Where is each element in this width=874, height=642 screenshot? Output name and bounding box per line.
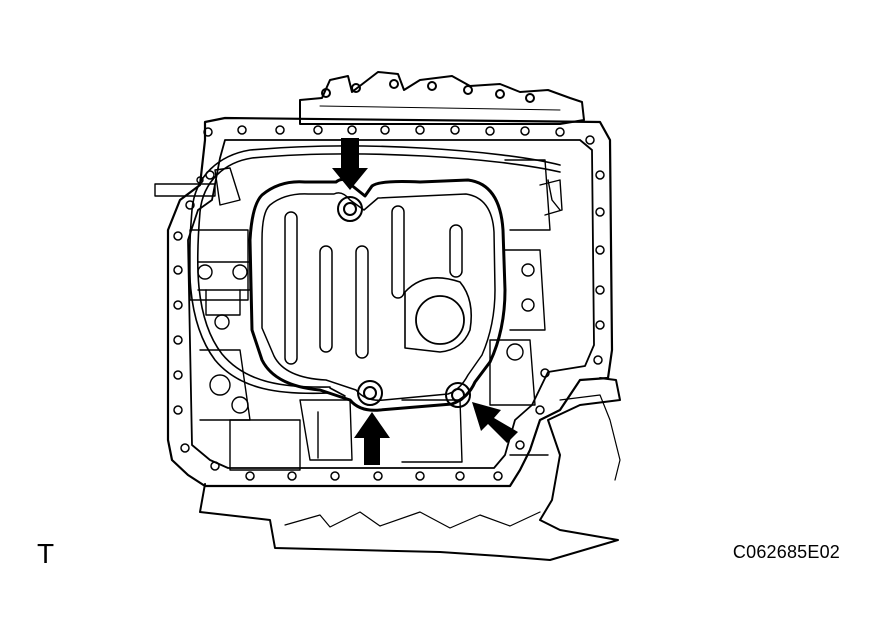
strainer-ribs (284, 205, 463, 365)
oil-pan-flange-outer (166, 116, 614, 488)
flange-bolt-holes (173, 125, 605, 481)
strainer-outlet-port (415, 295, 465, 345)
strainer-outlet-boss (404, 276, 473, 353)
figure-code-label: C062685E02 (732, 542, 840, 562)
strainer-bolt-bottom-right (445, 382, 471, 408)
lower-housing-outline (199, 377, 621, 561)
arrow-down-icon (332, 138, 368, 190)
oil-pan-flange-inner (187, 139, 595, 469)
strainer-bolt-bottom-left (357, 380, 383, 406)
arrow-up-icon (354, 412, 390, 465)
oil-strainer-inner-rim (261, 192, 496, 402)
strainer-bolt-top (337, 196, 363, 222)
arrow-up-left-icon (472, 402, 518, 443)
view-letter-label: T (37, 538, 55, 569)
upper-casting-outline (299, 71, 585, 125)
